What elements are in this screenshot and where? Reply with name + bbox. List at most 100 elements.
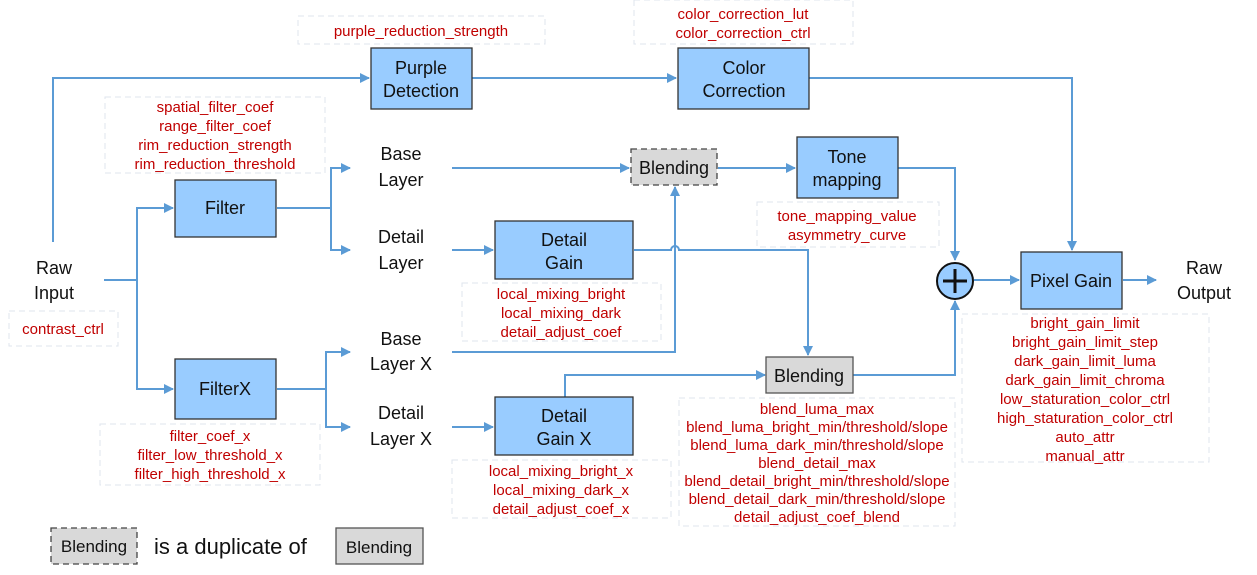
edge-tone-to-adder <box>898 167 960 261</box>
param-box-frame <box>678 397 956 527</box>
edge-detailgain-to-blending <box>634 245 813 356</box>
param-filter-high-threshold-x: filter_high_threshold_x <box>135 466 286 483</box>
node-label-line: Raw <box>1186 258 1223 278</box>
node-raw-input: Raw Input <box>34 258 74 303</box>
node-raw-output: Raw Output <box>1177 258 1231 303</box>
param-boxes: purple_reduction_strength color_correcti… <box>8 0 1210 527</box>
params-filterx: filter_coef_x filter_low_threshold_x fil… <box>99 423 321 486</box>
edge-blending-to-adder <box>853 300 960 376</box>
node-label-line: Base <box>380 144 421 164</box>
param-blend-luma-dark: blend_luma_dark_min/threshold/slope <box>690 437 944 454</box>
edge-filterx-to-basex <box>325 347 351 389</box>
param-filter-coef-x: filter_coef_x <box>170 428 251 445</box>
param-spatial-filter-coef: spatial_filter_coef <box>157 99 275 116</box>
node-label-line: Pixel Gain <box>1030 271 1112 291</box>
param-filter-low-threshold-x: filter_low_threshold_x <box>137 447 283 464</box>
edge-filterx-to-detailx <box>325 389 351 432</box>
edge-split-to-filterx <box>136 280 174 394</box>
param-box-frame <box>297 15 546 45</box>
params-color-correction: color_correction_lut color_correction_ct… <box>633 0 854 45</box>
node-tone-mapping: Tone mapping <box>796 136 899 199</box>
node-label-line: Layer <box>378 253 423 273</box>
node-label-line: FilterX <box>199 379 251 399</box>
node-label-line: Input <box>34 283 74 303</box>
node-filter: Filter <box>174 179 277 238</box>
block-frame <box>174 179 277 238</box>
node-color-correction: Color Correction <box>677 47 810 110</box>
param-box-frame <box>104 96 326 174</box>
node-label-line: Color <box>722 58 765 78</box>
param-blend-luma-max: blend_luma_max <box>760 401 875 418</box>
node-base-layer: Base Layer <box>378 144 423 190</box>
edge-raw-to-purple <box>52 73 370 242</box>
node-base-layer-x: Base Layer X <box>370 329 432 374</box>
node-detail-layer-x: Detail Layer X <box>370 403 432 449</box>
nodes: Raw Input Purple Detection Color Correct… <box>34 47 1231 456</box>
param-manual-attr: manual_attr <box>1045 448 1124 465</box>
edge-filter-to-base <box>330 163 351 208</box>
param-blend-detail-dark: blend_detail_dark_min/threshold/slope <box>689 491 946 508</box>
params-filter: spatial_filter_coef range_filter_coef ri… <box>104 96 326 174</box>
param-blend-luma-bright: blend_luma_bright_min/threshold/slope <box>686 419 948 436</box>
edges <box>52 73 1157 432</box>
param-dark-gain-limit-luma: dark_gain_limit_luma <box>1014 353 1156 370</box>
edge-detailgainx-to-blending <box>564 370 766 397</box>
param-local-mixing-dark: local_mixing_dark <box>501 305 622 322</box>
node-adder <box>936 262 974 300</box>
param-auto-attr: auto_attr <box>1055 429 1114 446</box>
legend-dashed-block <box>50 527 138 565</box>
node-label-line: Filter <box>205 198 245 218</box>
node-label-line: Detail <box>541 406 587 426</box>
block-frame <box>1020 251 1123 310</box>
param-purple-reduction-strength: purple_reduction_strength <box>334 23 508 40</box>
node-label-line: Detail <box>541 230 587 250</box>
block-frame <box>765 356 854 394</box>
legend-solid-label: Blending <box>346 538 412 557</box>
legend: Blending is a duplicate of Blending <box>50 527 424 565</box>
node-label-line: Detection <box>383 81 459 101</box>
param-bright-gain-limit-step: bright_gain_limit_step <box>1012 334 1158 351</box>
param-contrast-ctrl: contrast_ctrl <box>22 321 104 338</box>
param-blend-detail-max: blend_detail_max <box>758 455 876 472</box>
legend-text: is a duplicate of <box>154 534 308 559</box>
node-blending: Blending <box>765 356 854 394</box>
edge-basex-to-blenddup <box>452 186 680 353</box>
legend-dashed-label: Blending <box>61 537 127 556</box>
params-detail-gain-x: local_mixing_bright_x local_mixing_dark_… <box>451 459 672 519</box>
node-label-line: mapping <box>812 170 881 190</box>
node-label-line: Layer <box>378 170 423 190</box>
param-color-correction-lut: color_correction_lut <box>678 6 810 23</box>
param-local-mixing-bright-x: local_mixing_bright_x <box>489 463 634 480</box>
params-detail-gain: local_mixing_bright local_mixing_dark de… <box>461 282 662 342</box>
node-label-line: Layer X <box>370 429 432 449</box>
params-pixel-gain: bright_gain_limit bright_gain_limit_step… <box>961 313 1210 465</box>
param-detail-adjust-coef-blend: detail_adjust_coef_blend <box>734 509 900 526</box>
node-label-line: Raw <box>36 258 73 278</box>
block-frame <box>494 396 634 456</box>
edge-split-to-filter <box>136 203 174 280</box>
param-local-mixing-dark-x: local_mixing_dark_x <box>493 482 629 499</box>
params-blending: blend_luma_max blend_luma_bright_min/thr… <box>678 397 956 527</box>
param-box-frame <box>461 282 662 342</box>
node-label-line: Correction <box>702 81 785 101</box>
param-box-frame <box>451 459 672 519</box>
node-label-line: Blending <box>639 158 709 178</box>
param-low-saturation-color-ctrl: low_staturation_color_ctrl <box>1000 391 1170 408</box>
param-detail-adjust-coef: detail_adjust_coef <box>501 324 623 341</box>
node-detail-layer: Detail Layer <box>378 227 424 273</box>
param-tone-mapping-value: tone_mapping_value <box>777 208 916 225</box>
node-label-line: Detail <box>378 403 424 423</box>
node-filterx: FilterX <box>174 358 277 420</box>
node-label-line: Layer X <box>370 354 432 374</box>
param-dark-gain-limit-chroma: dark_gain_limit_chroma <box>1005 372 1165 389</box>
node-blending-duplicate: Blending <box>630 148 718 186</box>
node-label-line: Blending <box>774 366 844 386</box>
legend-solid-block <box>335 527 424 565</box>
param-high-saturation-color-ctrl: high_staturation_color_ctrl <box>997 410 1173 427</box>
edge-color-to-pixelgain <box>809 77 1077 251</box>
edge-filter-to-detail <box>330 208 351 255</box>
param-blend-detail-bright: blend_detail_bright_min/threshold/slope <box>684 473 949 490</box>
node-label-line: Detail <box>378 227 424 247</box>
node-label-line: Purple <box>395 58 447 78</box>
